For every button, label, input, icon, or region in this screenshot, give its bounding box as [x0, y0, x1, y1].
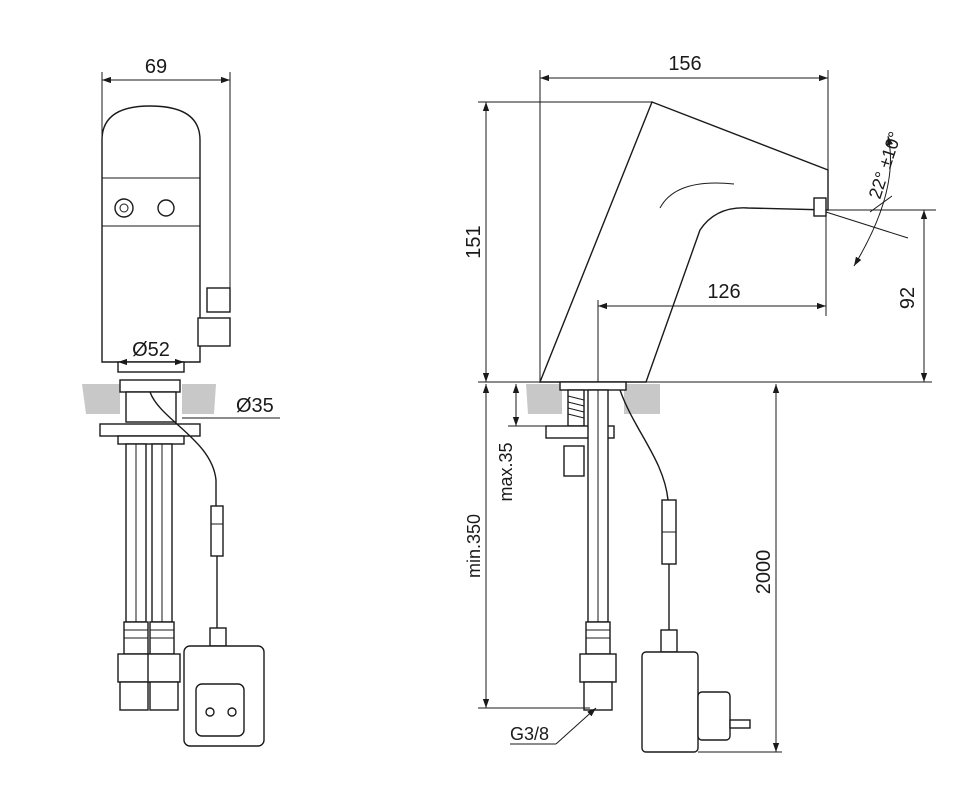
- countertop-left-front: [82, 384, 120, 414]
- dim-min350-label: min.350: [464, 514, 484, 578]
- cable-side: [619, 389, 669, 501]
- thread-end-side: [583, 681, 613, 711]
- hex-nut-side: [579, 653, 617, 683]
- dim-92-label: 92: [897, 287, 919, 309]
- power-adapter-side: [641, 651, 699, 753]
- thread-end-right-front: [149, 681, 179, 711]
- side-view: 156 151 126 92 22° ±10° max.35 min.350 2…: [463, 53, 936, 753]
- sensor-outlet-side: [813, 197, 827, 217]
- base-flange-front: [117, 361, 185, 373]
- lever-front: [206, 287, 231, 313]
- countertop-right-front: [182, 384, 216, 414]
- sensor-right-icon: [157, 199, 175, 217]
- cable-front: [149, 391, 217, 506]
- threaded-stud-side: [567, 389, 585, 427]
- mount-shank-front: [125, 391, 177, 423]
- front-view: 69 Ø52 Ø35: [82, 56, 280, 747]
- dim-151-label: 151: [463, 225, 485, 258]
- thread-leader: [555, 707, 597, 745]
- countertop-right-side: [624, 384, 660, 414]
- plug-pin-left-icon: [205, 707, 215, 717]
- dim-126-label: 126: [707, 281, 740, 303]
- nut-front: [117, 435, 185, 445]
- thread-label: G3/8: [510, 724, 549, 744]
- fixing-nut-side: [563, 445, 585, 477]
- faucet-body-side: [538, 101, 829, 383]
- thread-end-left-front: [119, 681, 149, 711]
- base-ring-front: [119, 379, 181, 393]
- cable-connector-front: [210, 505, 224, 557]
- sensor-window: [101, 178, 201, 227]
- base-side: [559, 381, 627, 391]
- dim-156-label: 156: [668, 53, 701, 75]
- hex-nut-left-front: [117, 653, 151, 683]
- cable-strain-side: [660, 629, 678, 653]
- sensor-left-inner-icon: [119, 203, 129, 213]
- lever-base-front: [197, 317, 231, 347]
- dim-max35-label: max.35: [496, 442, 516, 501]
- hex-nut-right-front: [147, 653, 181, 683]
- faucet-body-front: [101, 105, 201, 363]
- faucet-contour-side: [659, 182, 735, 209]
- plug-body-side: [697, 691, 731, 741]
- sensor-left-icon: [114, 198, 134, 218]
- dim-35-label: Ø35: [236, 395, 274, 417]
- countertop-left-side: [526, 384, 562, 414]
- angle-arc: [853, 135, 894, 267]
- dim-69-label: 69: [145, 56, 167, 78]
- dim-52-label: Ø52: [132, 339, 170, 361]
- plug-pin-right-icon: [227, 707, 237, 717]
- cable-strain-front: [209, 627, 227, 647]
- fixing-plate-front: [99, 423, 201, 437]
- dim-2000-label: 2000: [753, 550, 775, 595]
- angle-label: 22° ±10°: [865, 129, 905, 201]
- plug-front: [195, 683, 245, 737]
- plug-pin-side: [729, 719, 751, 729]
